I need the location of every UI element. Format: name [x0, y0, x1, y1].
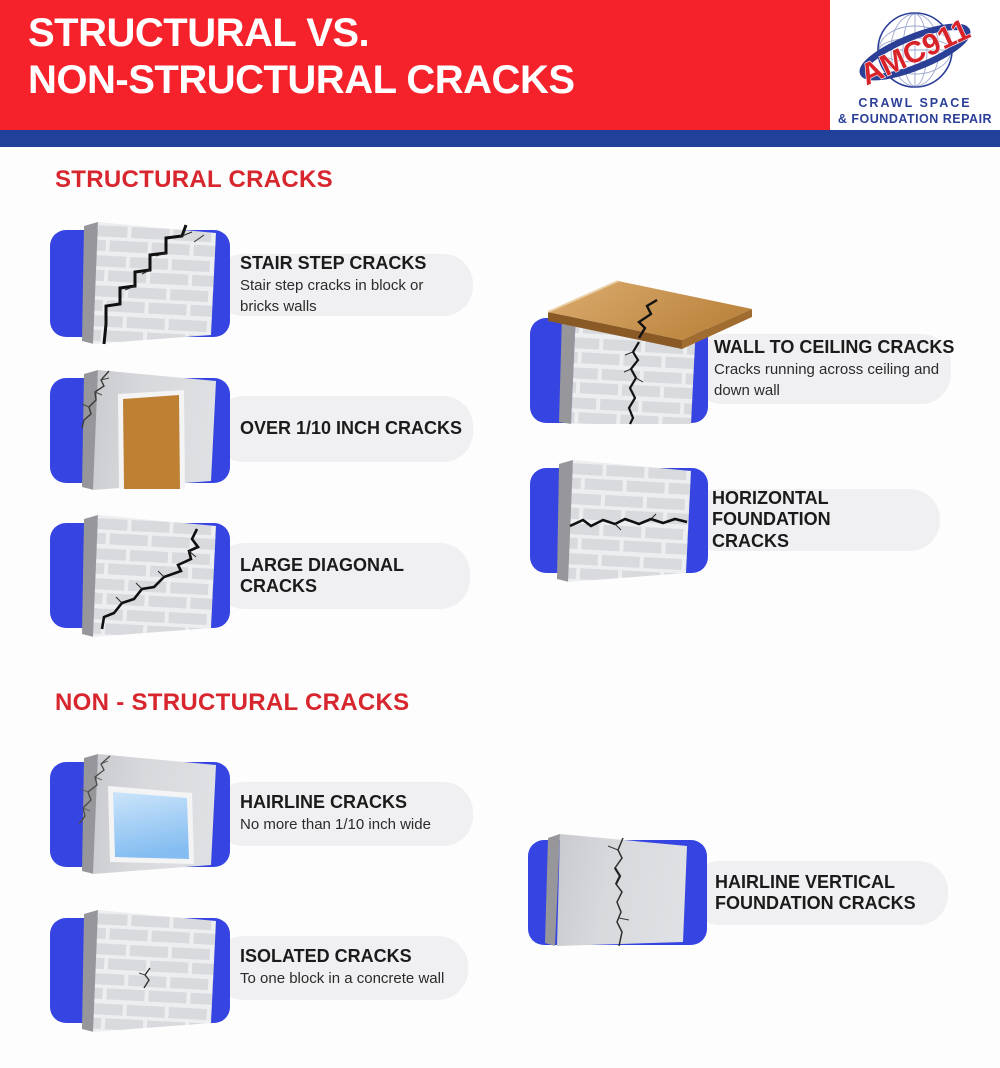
wall-to-ceiling-crack-icon	[530, 280, 752, 425]
window-wall-hairline-crack-icon	[50, 754, 230, 874]
card-title: HAIRLINE CRACKS	[240, 792, 408, 813]
section-heading-non-structural: NON - STRUCTURAL CRACKS	[55, 689, 410, 716]
card-description: Cracks running across ceiling and down w…	[714, 361, 940, 399]
horizontal-crack-wall-icon	[530, 460, 708, 582]
diagonal-crack-wall-icon	[50, 515, 230, 637]
section-heading-structural: STRUCTURAL CRACKS	[55, 166, 333, 193]
card-isolated-cracks: ISOLATED CRACKS To one block in a concre…	[214, 936, 468, 1000]
card-title: WALL TO CEILING CRACKS	[714, 337, 955, 358]
page-title-line1: STRUCTURAL VS.	[28, 11, 370, 55]
card-title: LARGE DIAGONAL CRACKS	[240, 554, 404, 596]
card-title: OVER 1/10 INCH CRACKS	[240, 418, 463, 439]
card-wall-to-ceiling-cracks: WALL TO CEILING CRACKS Cracks running ac…	[692, 334, 955, 404]
card-title: HAIRLINE VERTICAL FOUNDATION CRACKS	[715, 871, 916, 913]
card-description: To one block in a concrete wall	[240, 970, 445, 988]
card-stair-step-cracks: STAIR STEP CRACKS Stair step cracks in b…	[214, 253, 473, 316]
card-over-tenth-inch-cracks: OVER 1/10 INCH CRACKS	[214, 396, 473, 462]
card-description: Stair step cracks in block or bricks wal…	[240, 277, 424, 315]
header-divider-bar	[0, 130, 1000, 147]
svg-text:& FOUNDATION REPAIR: & FOUNDATION REPAIR	[838, 112, 992, 126]
card-title: ISOLATED CRACKS	[240, 946, 412, 967]
door-wall-crack-icon	[50, 370, 230, 490]
card-large-diagonal-cracks: LARGE DIAGONAL CRACKS	[214, 543, 470, 609]
globe-logo-icon: AMC911 CRAWL SPACE & FOUNDATION REPAIR	[838, 12, 992, 126]
isolated-crack-wall-icon	[50, 910, 230, 1032]
page-title: STRUCTURAL VS. NON-STRUCTURAL CRACKS	[28, 10, 575, 104]
vertical-hairline-crack-wall-icon	[528, 834, 707, 947]
card-horizontal-foundation-cracks: HORIZONTAL FOUNDATION CRACKS	[688, 488, 940, 551]
page-title-line2: NON-STRUCTURAL CRACKS	[28, 58, 575, 102]
card-hairline-cracks: HAIRLINE CRACKS No more than 1/10 inch w…	[214, 782, 473, 846]
svg-text:CRAWL SPACE: CRAWL SPACE	[858, 96, 971, 110]
card-title: HORIZONTAL FOUNDATION CRACKS	[712, 488, 831, 551]
card-description: No more than 1/10 inch wide	[240, 816, 431, 834]
card-hairline-vertical-foundation-cracks: HAIRLINE VERTICAL FOUNDATION CRACKS	[690, 861, 948, 925]
company-logo: AMC911 CRAWL SPACE & FOUNDATION REPAIR	[830, 0, 1000, 130]
card-title: STAIR STEP CRACKS	[240, 253, 427, 274]
stair-step-crack-wall-icon	[50, 222, 230, 345]
